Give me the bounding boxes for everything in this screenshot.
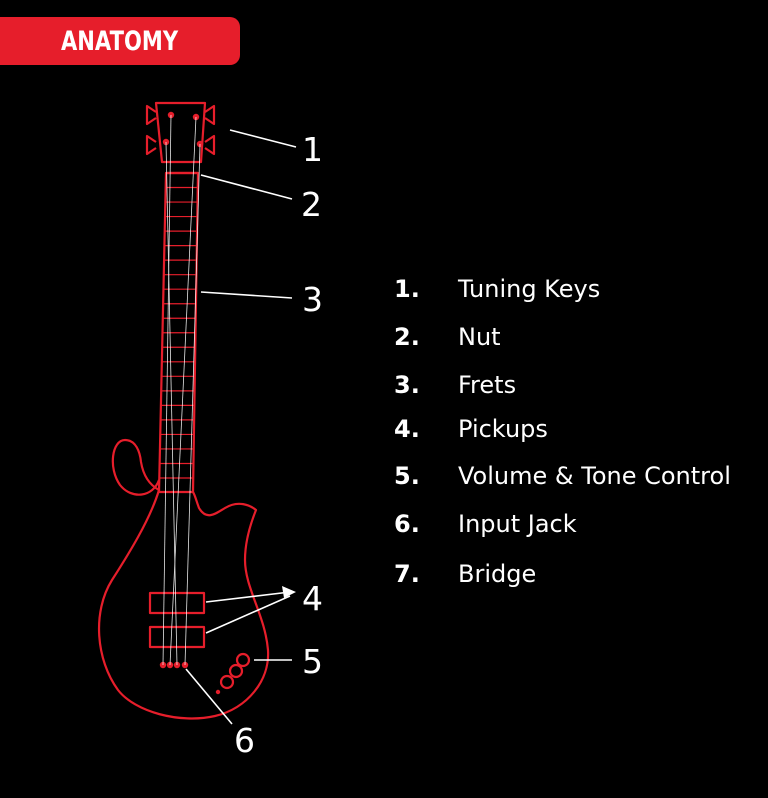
title-banner: ANATOMY <box>0 17 240 65</box>
legend-number: 5. <box>394 462 420 490</box>
callout-4: 4 <box>302 579 323 618</box>
legend-number: 2. <box>394 323 420 351</box>
callout-6: 6 <box>234 721 255 760</box>
callout-2: 2 <box>301 185 322 224</box>
legend-number: 3. <box>394 371 420 399</box>
guitar-body-outline <box>97 438 270 720</box>
legend-number: 4. <box>394 415 420 443</box>
leader-lines <box>185 129 297 725</box>
strings <box>162 114 201 666</box>
callout-3: 3 <box>302 280 323 319</box>
legend-label: Tuning Keys <box>458 275 601 303</box>
legend-number: 6. <box>394 510 420 538</box>
pickup-neck <box>148 591 206 615</box>
legend-label: Input Jack <box>458 510 577 538</box>
tuning-keys <box>145 104 216 156</box>
callout-1: 1 <box>302 130 323 169</box>
legend-label: Nut <box>458 323 501 351</box>
knob-1 <box>235 652 251 668</box>
legend-number: 7. <box>394 560 420 588</box>
legend-label: Volume & Tone Control <box>458 462 731 490</box>
legend-label: Bridge <box>458 560 537 588</box>
knob-2 <box>228 663 244 679</box>
headstock <box>154 101 207 164</box>
input-jack <box>215 689 221 695</box>
legend-label: Frets <box>458 371 517 399</box>
callout-5: 5 <box>302 642 323 681</box>
knob-3 <box>219 674 235 690</box>
legend-label: Pickups <box>458 415 548 443</box>
pickup-bridge <box>148 625 206 649</box>
banner-title: ANATOMY <box>61 25 179 57</box>
legend-number: 1. <box>394 275 420 303</box>
